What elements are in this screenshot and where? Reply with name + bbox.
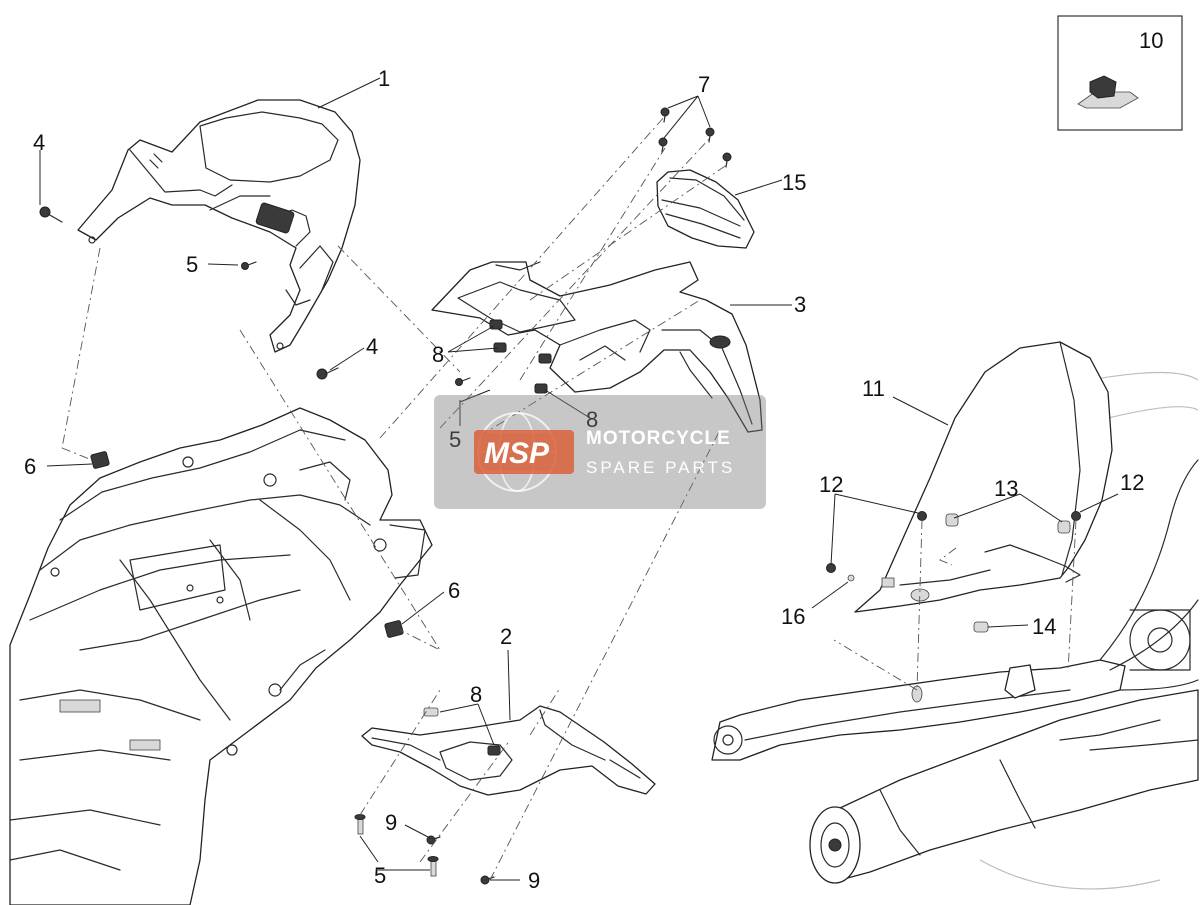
callout-5-bottom: 5 xyxy=(374,863,386,888)
callout-4-top: 4 xyxy=(33,130,45,155)
clip-nut-6-a xyxy=(90,451,110,469)
screw-5-left xyxy=(241,261,257,270)
under-tray-part-2 xyxy=(361,705,656,796)
screw-7-d xyxy=(722,152,732,168)
clip-13-b xyxy=(1057,520,1071,534)
rear-mudguard-part-3 xyxy=(431,261,763,433)
screw-7-a xyxy=(660,107,670,123)
watermark-line2: SPARE PARTS xyxy=(586,458,735,477)
screw-12-a xyxy=(917,511,927,521)
screw-5-bottom-a xyxy=(354,814,366,835)
rear-subframe xyxy=(9,407,433,905)
swingarm-assembly xyxy=(711,459,1199,884)
clip-8-e xyxy=(423,707,439,717)
watermark-logo-text: MSP xyxy=(484,437,550,470)
clip-nut-6-b xyxy=(384,620,404,638)
assembly-lines xyxy=(61,115,1077,881)
clip-8-c xyxy=(538,353,552,364)
callout-labels: 1 4 5 4 6 6 7 15 3 8 8 5 2 8 9 5 9 10 11… xyxy=(24,28,1163,893)
clip-8-f xyxy=(487,745,501,756)
watermark-logo-badge xyxy=(474,430,574,474)
callout-7: 7 xyxy=(698,72,710,97)
callout-5-center: 5 xyxy=(449,427,461,452)
callout-13: 13 xyxy=(994,476,1018,501)
callout-8-bottom: 8 xyxy=(470,682,482,707)
screw-12-b xyxy=(1071,511,1081,521)
screw-5-bottom-b xyxy=(427,856,439,877)
callout-10: 10 xyxy=(1139,28,1163,53)
watermark-line1: MOTORCYCLE xyxy=(586,428,731,449)
screw-7-b xyxy=(705,127,715,143)
clip-14 xyxy=(973,621,989,633)
callout-8-mid: 8 xyxy=(586,407,598,432)
leader-lines xyxy=(39,77,1119,881)
screw-5-center xyxy=(455,377,471,386)
callout-3: 3 xyxy=(794,292,806,317)
clip-13-a xyxy=(945,513,959,527)
screw-4-mid xyxy=(316,367,339,380)
screw-4-top xyxy=(39,206,63,223)
callout-11: 11 xyxy=(862,376,885,401)
callout-5-left: 5 xyxy=(186,252,198,277)
callout-12-right: 12 xyxy=(1120,470,1144,495)
clip-8-b xyxy=(493,342,507,353)
callout-9-b: 9 xyxy=(528,868,540,893)
callout-16: 16 xyxy=(781,604,805,629)
callout-8-top: 8 xyxy=(432,342,444,367)
callout-9-a: 9 xyxy=(385,810,397,835)
hardware-items xyxy=(39,107,1081,885)
callout-15: 15 xyxy=(782,170,806,195)
callout-1: 1 xyxy=(378,66,390,91)
callout-4-mid: 4 xyxy=(366,334,378,359)
callout-12-left: 12 xyxy=(819,472,843,497)
callout-6-mid: 6 xyxy=(448,578,460,603)
callout-14: 14 xyxy=(1032,614,1056,639)
swingarm-background xyxy=(979,371,1199,890)
watermark: MSP MOTORCYCLE SPARE PARTS xyxy=(434,395,766,509)
rear-hugger-part-11 xyxy=(854,341,1113,613)
washer-16 xyxy=(826,563,855,582)
seat-cowl-part-1 xyxy=(77,99,361,353)
screw-7-c xyxy=(658,137,668,153)
callout-2: 2 xyxy=(500,624,512,649)
tail-light-part-15 xyxy=(656,169,755,249)
clip-8-d xyxy=(534,383,548,394)
inset-part-10 xyxy=(1057,15,1183,131)
callout-6-left: 6 xyxy=(24,454,36,479)
